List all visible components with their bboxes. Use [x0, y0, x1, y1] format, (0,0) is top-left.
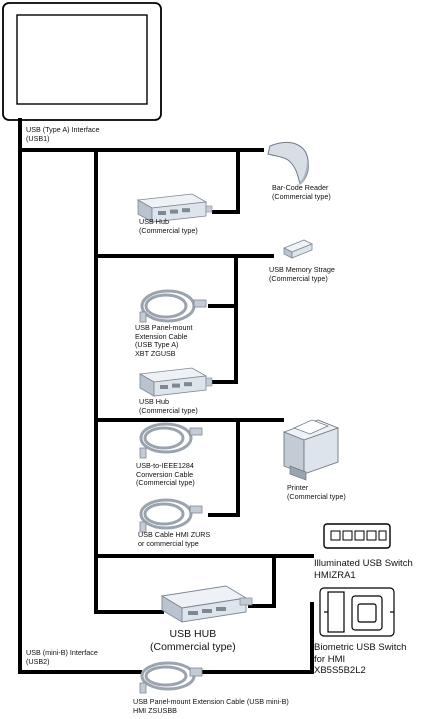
usb1-port-label: USB (Type A) Interface (USB1) [26, 125, 100, 143]
usb-hub-icon [138, 367, 213, 397]
usb-memory-label: USB Memory Strage (Commercial type) [269, 265, 335, 283]
printer-label: Printer (Commercial type) [287, 483, 346, 501]
ieee1284-cable-label: USB-to-IEEE1284 Conversion Cable (Commer… [136, 461, 195, 488]
usb-hub-label: USB Hub (Commercial type) [139, 217, 198, 235]
printer-icon [282, 419, 340, 481]
illuminated-switch-icon [323, 523, 391, 549]
cable-coil-icon [139, 289, 207, 323]
panel-mount-cable-label: USB Panel-mount Extension Cable (USB Typ… [135, 323, 193, 358]
panel-mount-minib-label: USB Panel-mount Extension Cable (USB min… [133, 697, 289, 715]
usb-memory-icon [283, 239, 313, 259]
usb2-port-label: USB (mini-B) Interface (USB2) [26, 648, 98, 666]
usb-hub-label: USB Hub (Commercial type) [139, 397, 198, 415]
cable-coil-icon [139, 498, 203, 533]
biometric-switch-icon [319, 587, 395, 637]
cable-coil-icon [139, 661, 203, 694]
usb-hub-large-label: USB HUB (Commercial type) [150, 628, 236, 653]
cable-coil-icon [139, 422, 203, 459]
usb-hub-large-icon [160, 585, 253, 623]
barcode-reader-label: Bar-Code Reader (Commercial type) [272, 183, 331, 201]
barcode-reader-icon [267, 142, 309, 185]
wiring-lines [18, 118, 314, 674]
usb-cable-hmi-label: USB Cable HMI ZURS or commercial type [138, 530, 211, 548]
illuminated-switch-label: Illuminated USB Switch HMIZRA1 [314, 558, 413, 581]
hmi-panel [2, 2, 162, 121]
biometric-switch-label: Biometric USB Switch for HMI XB5S5B2L2 [314, 642, 407, 676]
usb-hub-icon [136, 193, 213, 223]
